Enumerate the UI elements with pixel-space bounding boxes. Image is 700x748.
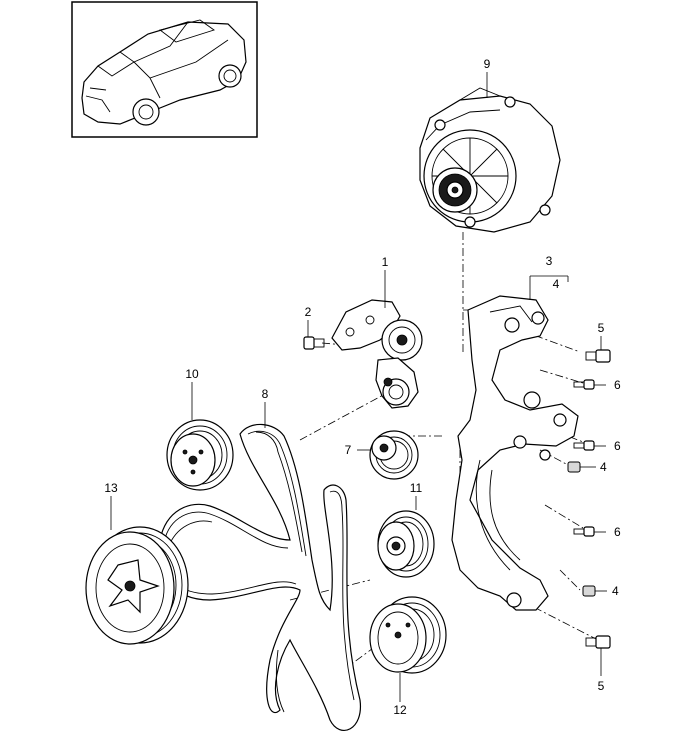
pulley-part-12 [369, 596, 447, 674]
pulley-part-11 [377, 510, 435, 578]
sleeve-part-4-a [567, 461, 581, 473]
bolt-part-5-upper [585, 349, 611, 363]
pulley-part-10 [166, 419, 234, 491]
leader-lines [110, 72, 607, 702]
callout-1: 1 [382, 255, 389, 269]
belt-tensioner-part [331, 299, 423, 409]
crankshaft-pulley-part [85, 526, 189, 645]
callout-labels: 9 1 2 3 4 5 6 6 4 6 4 5 7 8 10 11 12 13 [104, 57, 621, 717]
mounting-bracket-part [451, 295, 579, 611]
callout-13: 13 [104, 481, 118, 495]
alternator-part [419, 87, 561, 233]
callout-12: 12 [393, 703, 407, 717]
vehicle-thumbnail [71, 1, 258, 138]
callout-4-middle: 4 [600, 460, 607, 474]
callout-7: 7 [345, 443, 352, 457]
callout-2: 2 [305, 305, 312, 319]
idler-pulley-part [369, 430, 419, 480]
callout-4-top: 4 [553, 277, 560, 291]
car-thumbnail-icon [81, 19, 247, 126]
callout-11: 11 [410, 481, 423, 495]
sleeve-part-4-b [582, 585, 596, 597]
callout-10: 10 [185, 367, 199, 381]
callout-5-upper: 5 [598, 321, 605, 335]
bolt-part-6-middle [573, 440, 595, 451]
bolt-part-2 [303, 336, 325, 350]
callout-6-middle: 6 [614, 439, 621, 453]
bolt-part-6-lower [573, 526, 595, 537]
callout-8: 8 [262, 387, 269, 401]
callout-6-upper: 6 [614, 378, 621, 392]
callout-3: 3 [546, 254, 553, 268]
callout-5-lower: 5 [598, 679, 605, 693]
bolt-part-5-lower [585, 635, 611, 649]
callout-4-lower: 4 [612, 584, 619, 598]
callout-6-lower: 6 [614, 525, 621, 539]
callout-9: 9 [484, 57, 491, 71]
bolt-part-6-upper [573, 379, 595, 390]
